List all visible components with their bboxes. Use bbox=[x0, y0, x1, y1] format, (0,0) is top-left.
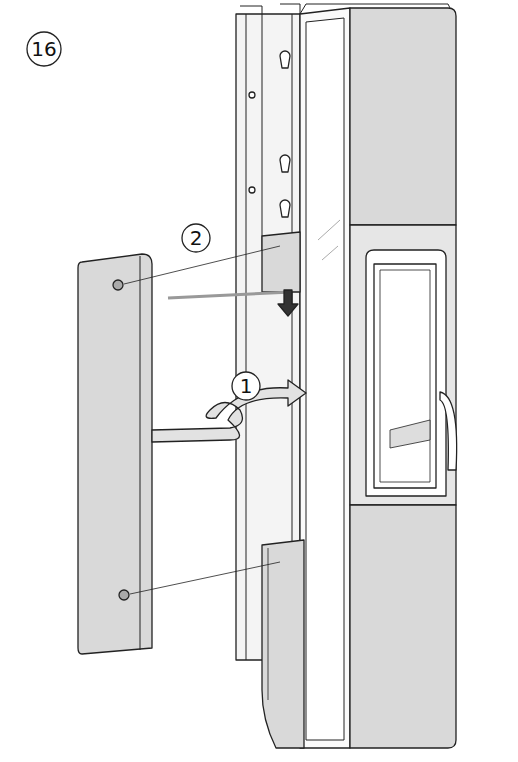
callout-circle bbox=[232, 372, 260, 400]
callout-number: 1 bbox=[240, 376, 253, 396]
top-panel bbox=[350, 8, 456, 225]
door-handle bbox=[440, 392, 457, 470]
step-circle bbox=[27, 32, 61, 66]
callout-circle bbox=[182, 224, 210, 252]
guide-line bbox=[124, 246, 280, 594]
side-glass bbox=[300, 8, 350, 748]
bottom-panel bbox=[350, 505, 456, 748]
rotate-arrow bbox=[152, 380, 306, 442]
door bbox=[366, 250, 446, 496]
side-panel bbox=[78, 254, 152, 654]
callout-number: 2 bbox=[190, 228, 203, 248]
step-number: 16 bbox=[31, 39, 56, 59]
upper-side-panel bbox=[262, 232, 300, 292]
screw-head bbox=[119, 590, 129, 600]
down-arrow bbox=[278, 290, 298, 316]
door-section bbox=[350, 225, 456, 505]
screw-head bbox=[113, 280, 123, 290]
lower-side-panel bbox=[262, 540, 304, 748]
